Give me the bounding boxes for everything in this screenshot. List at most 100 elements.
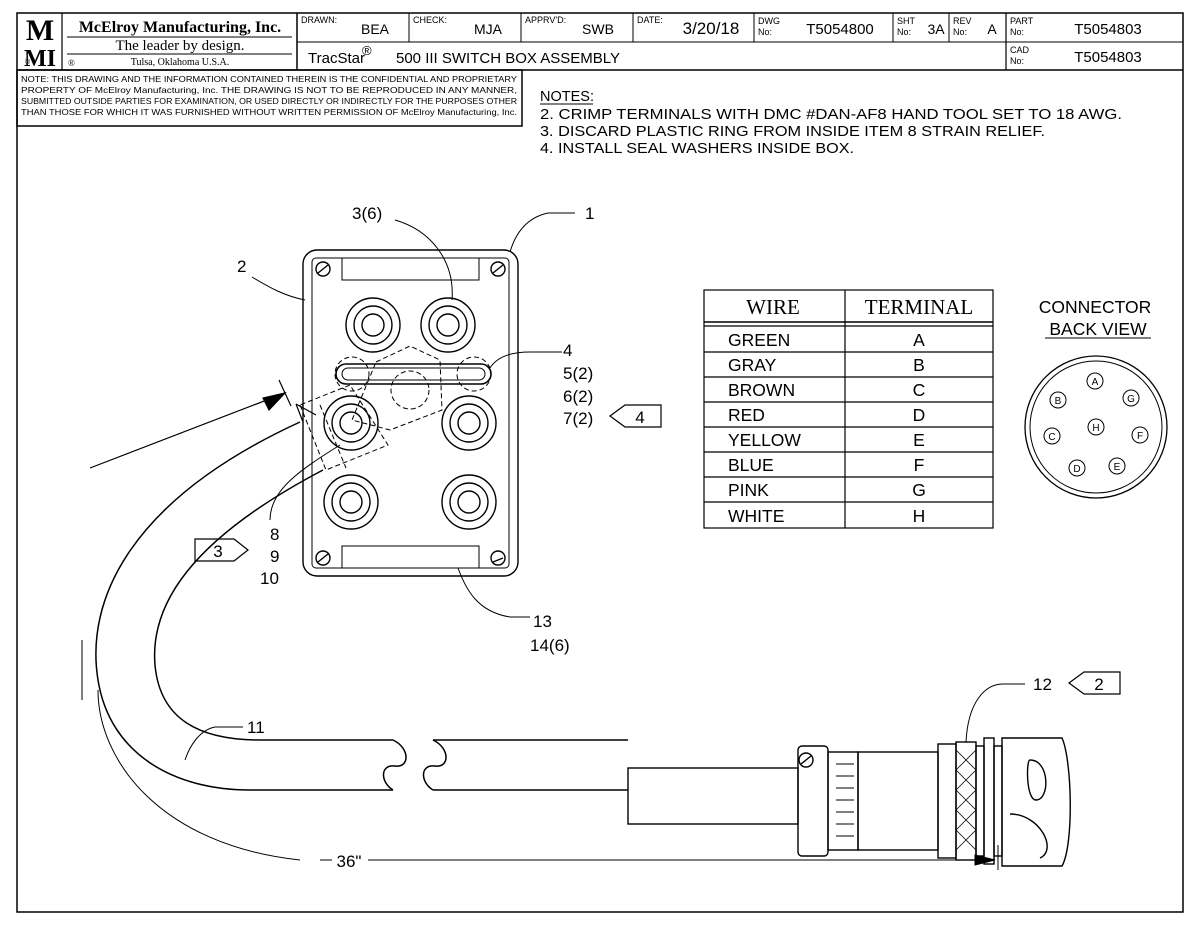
dwg-value: T5054800	[806, 21, 874, 38]
confidential-box	[16, 69, 523, 127]
mounting-bar	[335, 363, 492, 385]
rev-no-label: No:	[953, 27, 967, 37]
cable	[95, 421, 628, 791]
drawing-title: 500 III SWITCH BOX ASSEMBLY	[396, 50, 620, 67]
company-tagline: The leader by design.	[115, 38, 244, 54]
table-cell-wire: WHITE	[728, 506, 784, 526]
note-flag-4-label: 4	[635, 408, 644, 427]
switch	[345, 297, 401, 353]
connector-pin-label: E	[1114, 462, 1121, 473]
confidential-line-4: THAN THOSE FOR WHICH IT WAS FURNISHED WI…	[21, 107, 517, 117]
switch	[323, 395, 379, 451]
table-header-terminal: TERMINAL	[865, 295, 974, 319]
connector-pins	[1043, 372, 1149, 477]
cad-value: T5054803	[1074, 49, 1142, 66]
switch	[323, 474, 379, 530]
switch	[420, 297, 476, 353]
dimension-36: 36"	[337, 852, 362, 871]
company-location: Tulsa, Oklahoma U.S.A.	[131, 57, 230, 68]
connector-subtitle: BACK VIEW	[1049, 319, 1147, 339]
notes: NOTES: 2. CRIMP TERMINALS WITH DMC #DAN-…	[540, 89, 1122, 157]
switch-box	[299, 249, 519, 577]
logo-mi: MI	[24, 46, 56, 72]
date-value: 3/20/18	[683, 19, 740, 38]
callout-5: 5(2)	[563, 364, 593, 383]
table-cell-wire: RED	[728, 405, 765, 425]
table-cell-wire: YELLOW	[728, 430, 801, 450]
notes-heading: NOTES:	[540, 89, 594, 105]
note-flag-2	[1067, 671, 1121, 695]
apprvd-label: APPRV'D:	[525, 15, 566, 25]
connector-pin-label: A	[1092, 377, 1099, 388]
callout-9: 9	[270, 547, 279, 566]
note-flags	[194, 404, 1121, 695]
drawn-label: DRAWN:	[301, 15, 337, 25]
sht-value: 3A	[927, 21, 945, 37]
callout-14: 14(6)	[530, 636, 570, 655]
rev-label: REV	[953, 16, 972, 26]
connector-pin-label: G	[1127, 394, 1135, 405]
logo-m: M	[26, 14, 54, 47]
strain-relief-marker	[89, 379, 317, 469]
callout-6: 6(2)	[563, 387, 593, 406]
table-cell-terminal: H	[913, 506, 926, 526]
table-cell-terminal: F	[914, 455, 925, 475]
connector-pin-label: D	[1073, 464, 1080, 475]
connector-back-view	[1024, 355, 1168, 499]
table-cell-terminal: G	[912, 480, 926, 500]
callout-4: 4	[563, 341, 572, 360]
callouts: 1 2 3(6) 4 5(2) 6(2) 7(2) 8 9 10 11 12 1…	[237, 204, 1052, 871]
connector-pin-label: H	[1092, 423, 1099, 434]
dwg-label: DWG	[758, 16, 780, 26]
callout-12: 12	[1033, 675, 1052, 694]
check-value: MJA	[474, 21, 503, 37]
note-flag-3-label: 3	[213, 542, 222, 561]
length-dimension	[81, 640, 999, 870]
note-3: 3. DISCARD PLASTIC RING FROM INSIDE ITEM…	[540, 124, 1045, 140]
callout-13: 13	[533, 612, 552, 631]
table-cell-terminal: C	[913, 380, 926, 400]
part-label: PART	[1010, 16, 1034, 26]
table-header-wire: WIRE	[746, 295, 800, 319]
table-cell-wire: GREEN	[728, 330, 790, 350]
date-label: DATE:	[637, 15, 663, 25]
drawn-value: BEA	[361, 21, 390, 37]
table-cell-terminal: A	[913, 330, 925, 350]
cad-label: CAD	[1010, 45, 1030, 55]
note-flag-2-label: 2	[1094, 675, 1103, 694]
connector-title: CONNECTOR	[1039, 297, 1151, 317]
table-cell-terminal: B	[913, 355, 925, 375]
note-flag-4	[608, 404, 662, 428]
part-value: T5054803	[1074, 21, 1142, 38]
hidden-features	[299, 345, 492, 471]
company-name: McElroy Manufacturing, Inc.	[79, 19, 281, 36]
company-logo: M MI ®	[24, 14, 56, 72]
switch	[441, 395, 497, 451]
apprvd-value: SWB	[582, 21, 614, 37]
sht-label: SHT	[897, 16, 916, 26]
callout-2: 2	[237, 257, 246, 276]
note-flag-3	[194, 538, 249, 562]
rev-value: A	[987, 21, 997, 37]
drawing-title-reg: ®	[362, 43, 372, 58]
table-cell-wire: GRAY	[728, 355, 777, 375]
sheet-border	[16, 12, 1184, 913]
drawing-title-prefix: TracStar	[308, 50, 365, 67]
connector-pin-label: C	[1048, 432, 1055, 443]
connector-pin-label: F	[1137, 431, 1143, 442]
cad-no-label: No:	[1010, 56, 1024, 66]
confidential-line-3: SUBMITTED OUTSIDE PARTIES FOR EXAMINATIO…	[21, 96, 517, 106]
check-label: CHECK:	[413, 15, 447, 25]
connector-pin-label: B	[1055, 396, 1062, 407]
confidential-line-1: NOTE: THIS DRAWING AND THE INFORMATION C…	[21, 74, 518, 84]
part-no-label: No:	[1010, 27, 1024, 37]
switch	[441, 474, 497, 530]
wire-terminal-table	[703, 289, 994, 529]
leader-lines	[184, 212, 1025, 761]
note-4: 4. INSTALL SEAL WASHERS INSIDE BOX.	[540, 141, 854, 157]
knurl-band	[955, 749, 977, 851]
registered-mark: ®	[68, 58, 75, 68]
logo-registered: ®	[25, 58, 31, 66]
callout-10: 10	[260, 569, 279, 588]
